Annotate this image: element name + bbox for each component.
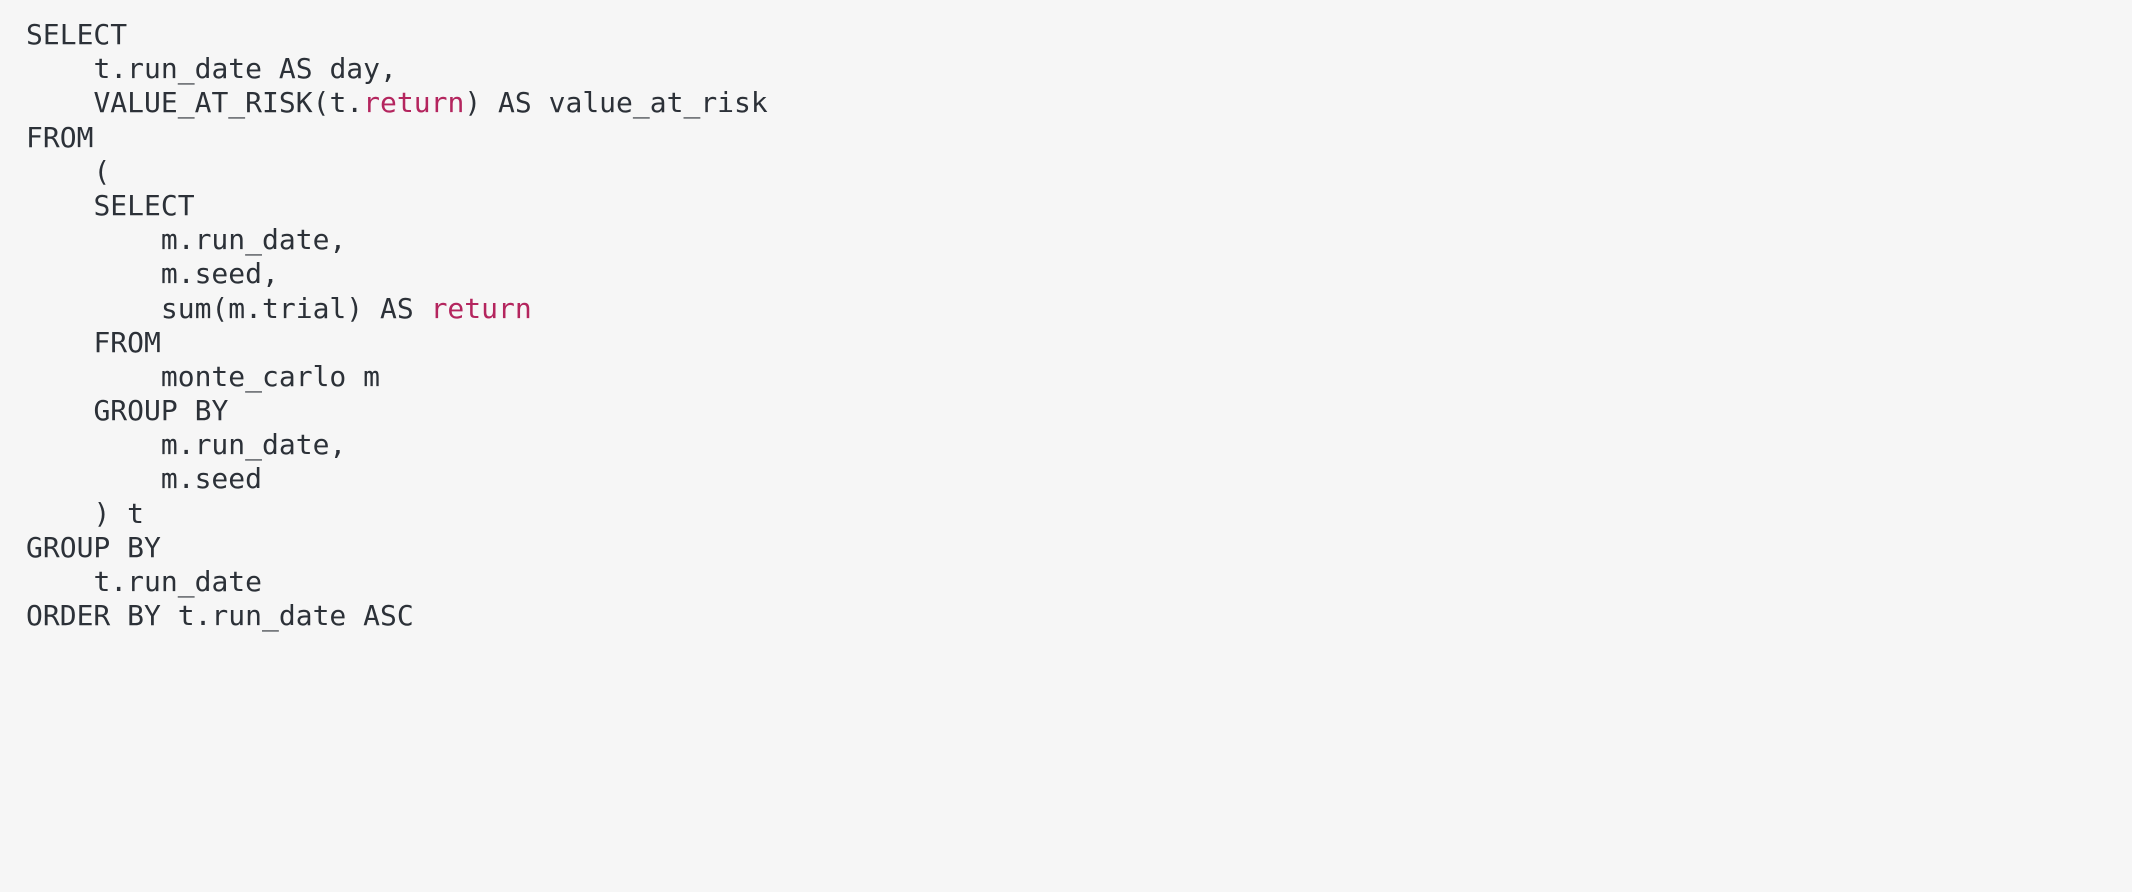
code-indent [26, 326, 93, 359]
code-indent [26, 52, 93, 85]
code-line: m.run_date, [26, 223, 2132, 257]
code-line: GROUP BY [26, 394, 2132, 428]
code-token: SELECT [93, 188, 195, 222]
code-line: ORDER BY t.run_date ASC [26, 599, 2132, 633]
code-token: SELECT [26, 18, 128, 51]
code-token: FROM [26, 120, 94, 154]
code-token: VALUE_AT_RISK(t. [93, 86, 364, 120]
code-token: m.run_date, [160, 428, 347, 462]
code-token: ) AS value_at_risk [464, 86, 768, 120]
code-token-keyword: return [430, 291, 532, 325]
code-line: GROUP BY [26, 531, 2132, 565]
code-indent [26, 428, 161, 461]
code-indent [26, 462, 161, 495]
code-indent [26, 155, 93, 188]
code-token: ORDER BY t.run_date ASC [26, 599, 414, 633]
code-token: m.seed [160, 462, 263, 496]
code-token: GROUP BY [26, 530, 161, 564]
code-line: monte_carlo m [26, 360, 2132, 394]
code-line: m.seed, [26, 257, 2132, 291]
code-token: m.seed, [160, 257, 279, 291]
code-line: m.run_date, [26, 428, 2132, 462]
code-indent [26, 86, 93, 119]
code-line: sum(m.trial) AS return [26, 292, 2132, 326]
code-indent [26, 189, 93, 222]
code-line: SELECT [26, 18, 2132, 52]
code-token: ( [93, 154, 111, 188]
code-indent [26, 360, 161, 393]
code-line: t.run_date AS day, [26, 52, 2132, 86]
code-indent [26, 292, 161, 325]
code-indent [26, 394, 93, 427]
code-line: FROM [26, 326, 2132, 360]
code-indent [26, 565, 93, 598]
code-token: ) t [93, 496, 145, 530]
code-line: VALUE_AT_RISK(t.return) AS value_at_risk [26, 86, 2132, 120]
code-line: FROM [26, 121, 2132, 155]
code-line: ) t [26, 497, 2132, 531]
code-line: ( [26, 155, 2132, 189]
code-token: monte_carlo m [160, 359, 381, 393]
code-line: m.seed [26, 462, 2132, 496]
code-token: sum(m.trial) AS [160, 291, 431, 325]
code-token: GROUP BY [93, 394, 229, 428]
code-indent [26, 257, 161, 290]
code-token: t.run_date AS day, [93, 52, 397, 86]
code-indent [26, 223, 161, 256]
code-indent [26, 497, 93, 530]
code-token: m.run_date, [160, 223, 347, 257]
code-line: SELECT [26, 189, 2132, 223]
code-token: t.run_date [93, 565, 263, 598]
code-token-keyword: return [363, 86, 465, 120]
code-token: FROM [93, 325, 161, 359]
code-line: t.run_date [26, 565, 2132, 599]
